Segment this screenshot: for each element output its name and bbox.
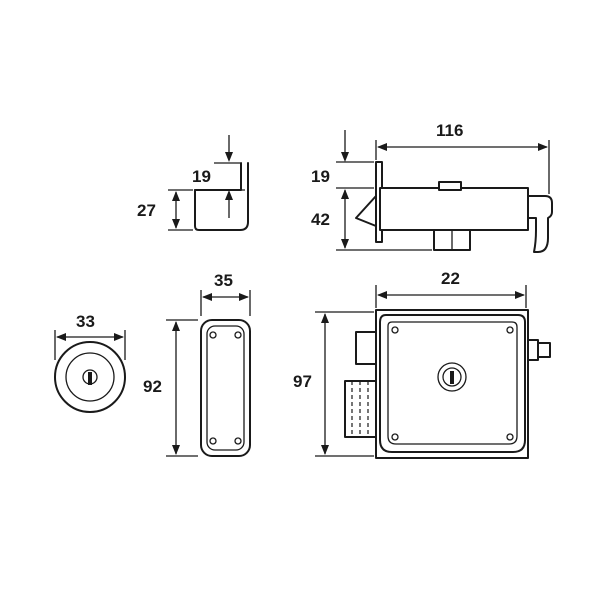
lock-body-depth-label: 42 [311,210,330,229]
keep-side-view: 19 27 [137,135,249,231]
lock-body-height-label: 97 [293,372,312,391]
keep-front-height-label: 92 [143,377,162,396]
lock-front-view: 22 97 [293,269,551,459]
cylinder-diameter-label: 33 [76,312,95,331]
cylinder-rosette: 33 [54,312,126,413]
lock-top-depth-label: 19 [311,167,330,186]
lock-body-width-label: 22 [441,269,460,288]
lock-keyhole-icon [450,371,454,384]
keep-depth-label: 19 [192,167,211,186]
lock-top-view: 116 19 42 [311,121,553,253]
keyhole-icon [88,372,92,385]
keep-front-view: 35 92 [143,271,251,457]
lock-width-top-label: 116 [436,121,463,140]
keep-front-width-label: 35 [214,271,233,290]
keep-height-label: 27 [137,201,156,220]
